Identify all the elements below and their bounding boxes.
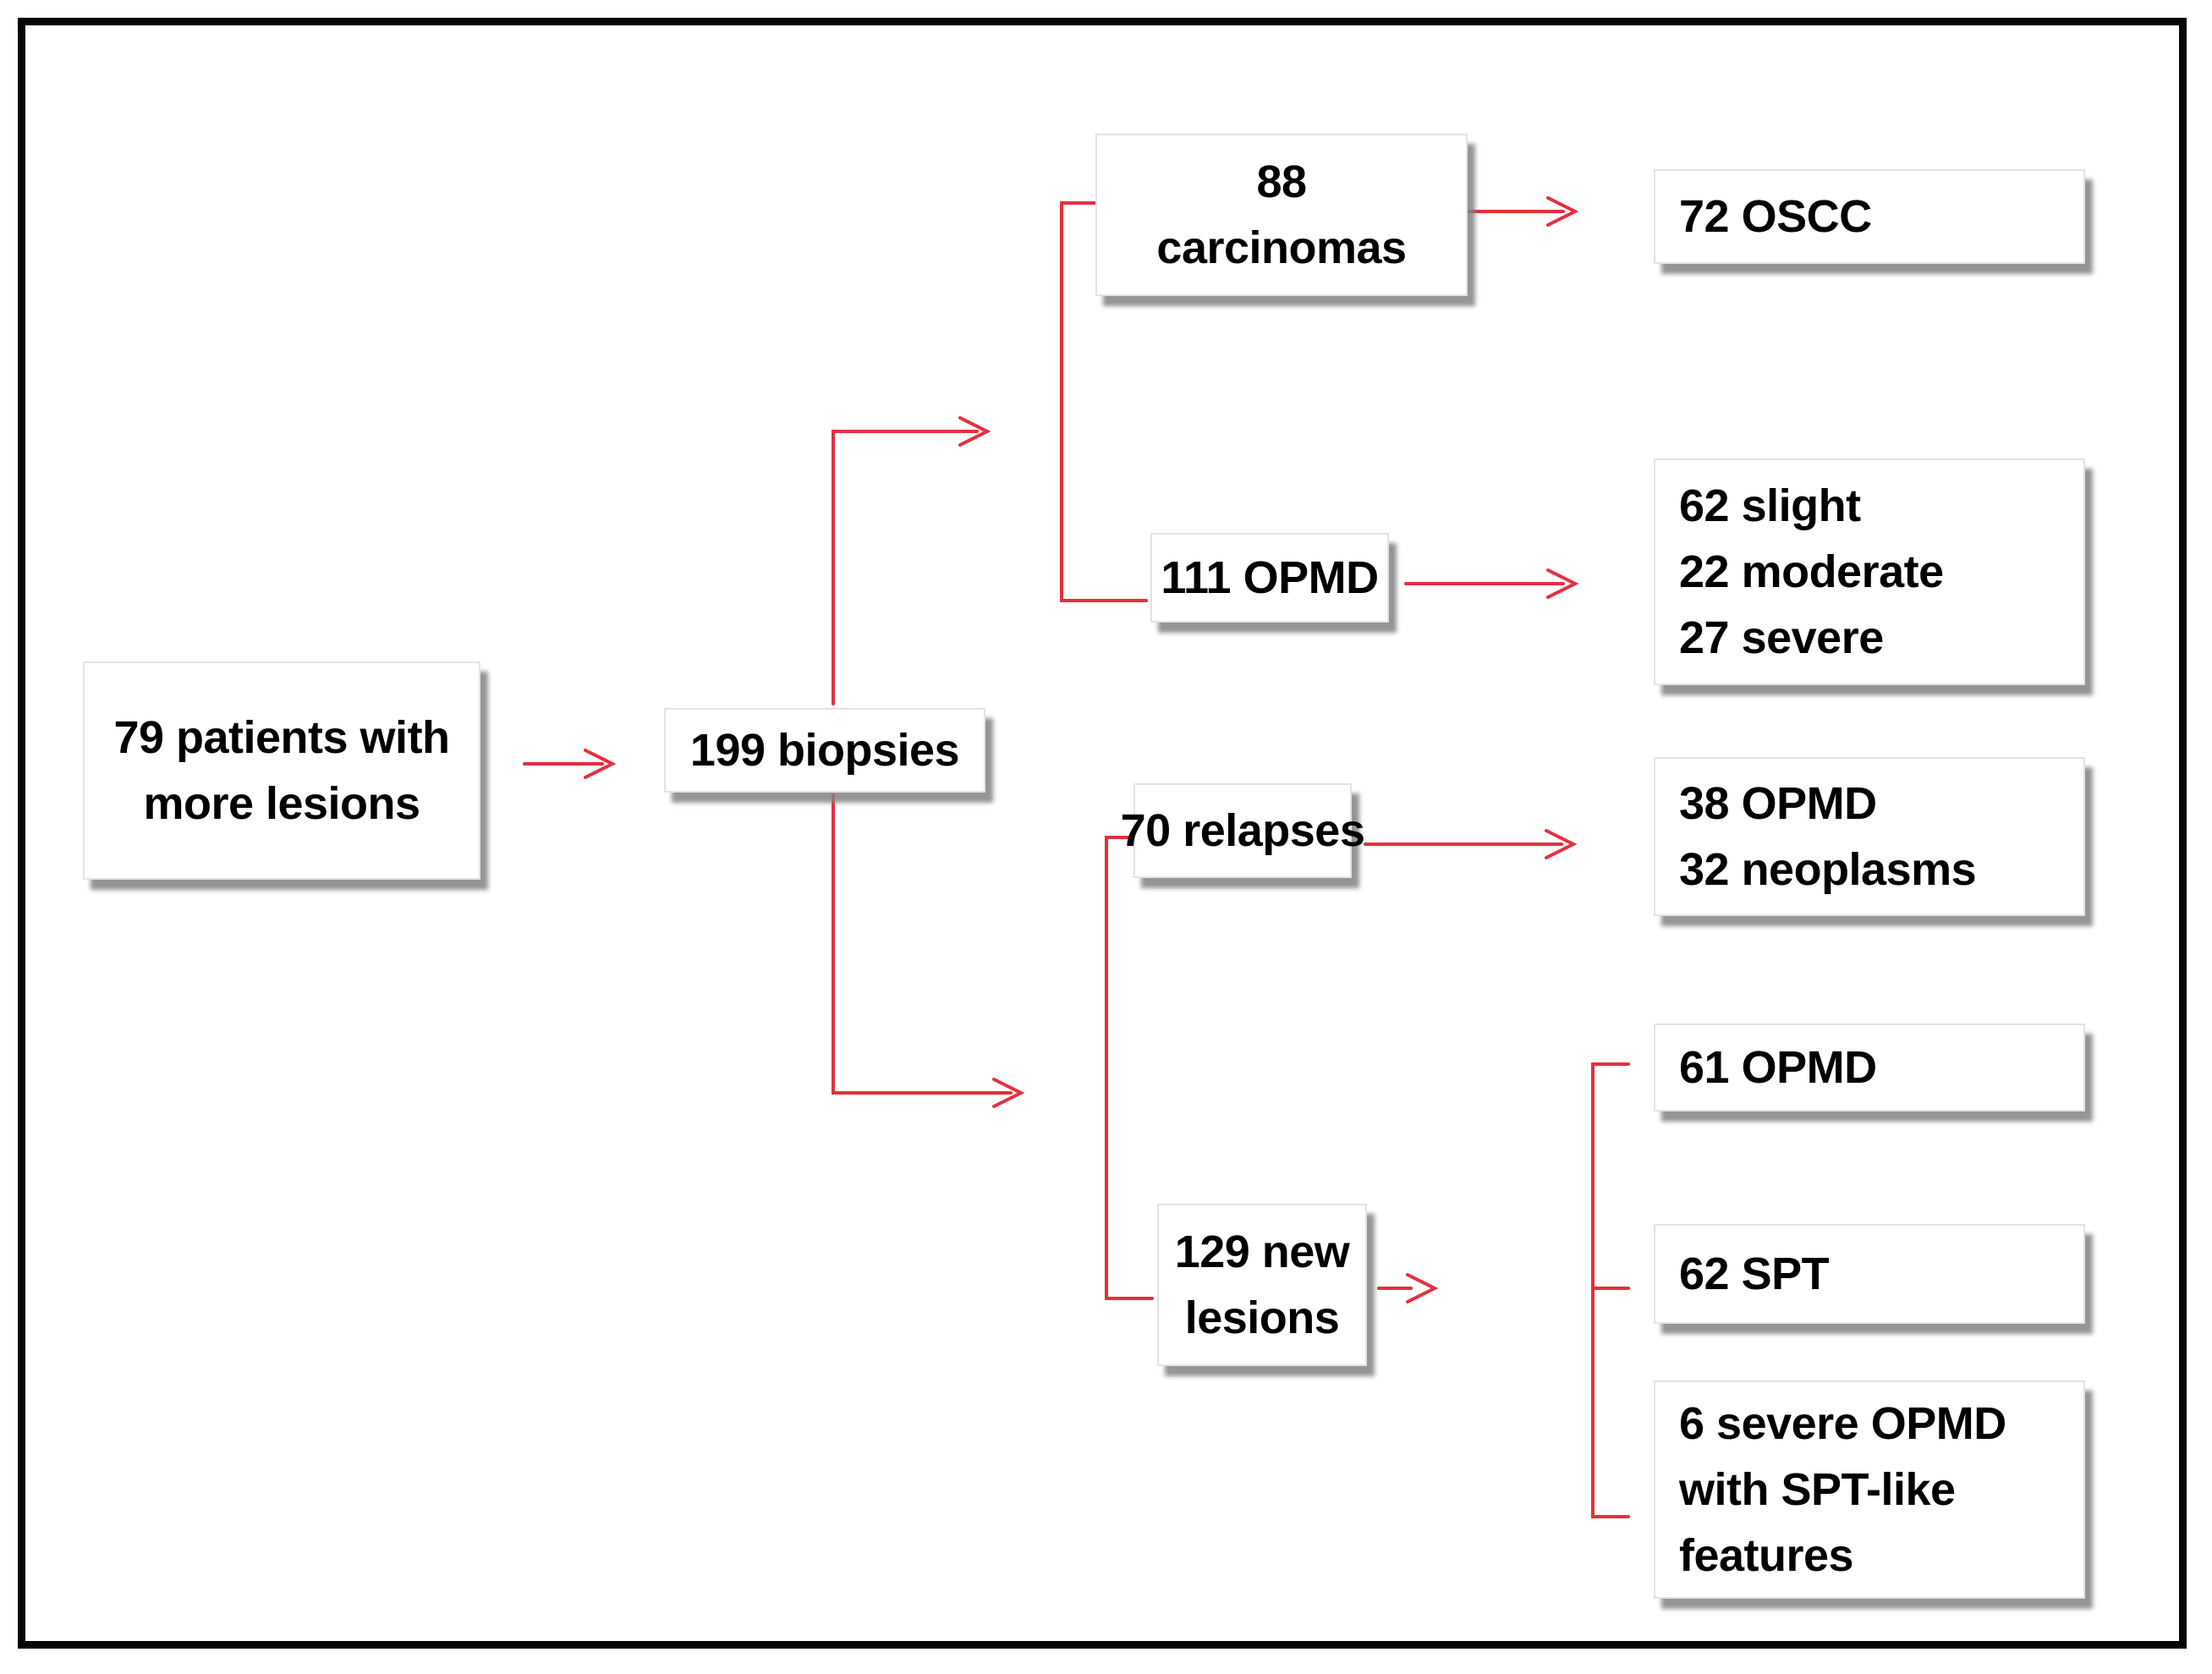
- node-opmd-new: 61 OPMD: [1654, 1024, 2085, 1111]
- node-relapse-outcomes: 38 OPMD 32 neoplasms: [1654, 757, 2085, 916]
- node-opmd-new-line1: 61 OPMD: [1679, 1042, 1877, 1093]
- node-severe-opmd-spt-line3: features: [1679, 1530, 1854, 1581]
- arrow-biopsies-lower-branch: [832, 793, 1025, 1108]
- node-severe-opmd-spt-line2: with SPT-like: [1679, 1464, 1956, 1515]
- node-dysplasia-grades-line1: 62 slight: [1679, 480, 1861, 531]
- arrow-patients-to-biopsies: [523, 749, 617, 779]
- arrow-relapses-to-outcomes: [1364, 829, 1578, 859]
- node-spt: 62 SPT: [1654, 1224, 2085, 1324]
- node-relapses-line1: 70 relapses: [1120, 805, 1365, 856]
- node-relapse-outcomes-line1: 38 OPMD: [1679, 778, 1877, 829]
- node-dysplasia-grades-line3: 27 severe: [1679, 612, 1884, 663]
- node-oscc-line1: 72 OSCC: [1679, 191, 1872, 242]
- node-biopsies-line1: 199 biopsies: [689, 725, 960, 776]
- node-opmd: 111 OPMD: [1150, 533, 1389, 623]
- node-dysplasia-grades-line2: 22 moderate: [1679, 546, 1944, 597]
- node-carcinomas: 88 carcinomas: [1095, 134, 1468, 296]
- node-new-lesions-line2: lesions: [1184, 1293, 1340, 1343]
- node-relapse-outcomes-line2: 32 neoplasms: [1679, 844, 1977, 895]
- node-opmd-line1: 111 OPMD: [1161, 552, 1379, 603]
- figure-border: [18, 18, 2187, 1649]
- node-carcinomas-line1: 88: [1256, 156, 1307, 207]
- node-dysplasia-grades: 62 slight 22 moderate 27 severe: [1654, 458, 2085, 685]
- bracket-relapses-newlesions: [1105, 836, 1154, 1300]
- node-patients-line2: more lesions: [143, 778, 420, 829]
- node-relapses: 70 relapses: [1121, 783, 1365, 878]
- node-patients: 79 patients with more lesions: [83, 661, 480, 880]
- arrow-biopsies-upper-branch: [832, 416, 991, 705]
- arrow-opmd-to-grades: [1404, 568, 1579, 599]
- node-oscc: 72 OSCC: [1654, 169, 2085, 264]
- node-severe-opmd-spt: 6 severe OPMD with SPT-like features: [1654, 1380, 2085, 1599]
- node-patients-line1: 79 patients with: [113, 712, 450, 763]
- node-new-lesions-line1: 129 new: [1174, 1227, 1350, 1277]
- node-carcinomas-line2: carcinomas: [1156, 222, 1407, 273]
- node-biopsies: 199 biopsies: [664, 708, 985, 793]
- bracket-newlesion-outcomes: [1591, 1062, 1630, 1518]
- bracket-carcinomas-opmd: [1060, 201, 1148, 602]
- node-spt-line1: 62 SPT: [1679, 1249, 1830, 1299]
- node-new-lesions: 129 new lesions: [1157, 1204, 1367, 1366]
- node-severe-opmd-spt-line1: 6 severe OPMD: [1679, 1398, 2006, 1449]
- arrow-newlesions-to-bracket: [1377, 1273, 1439, 1304]
